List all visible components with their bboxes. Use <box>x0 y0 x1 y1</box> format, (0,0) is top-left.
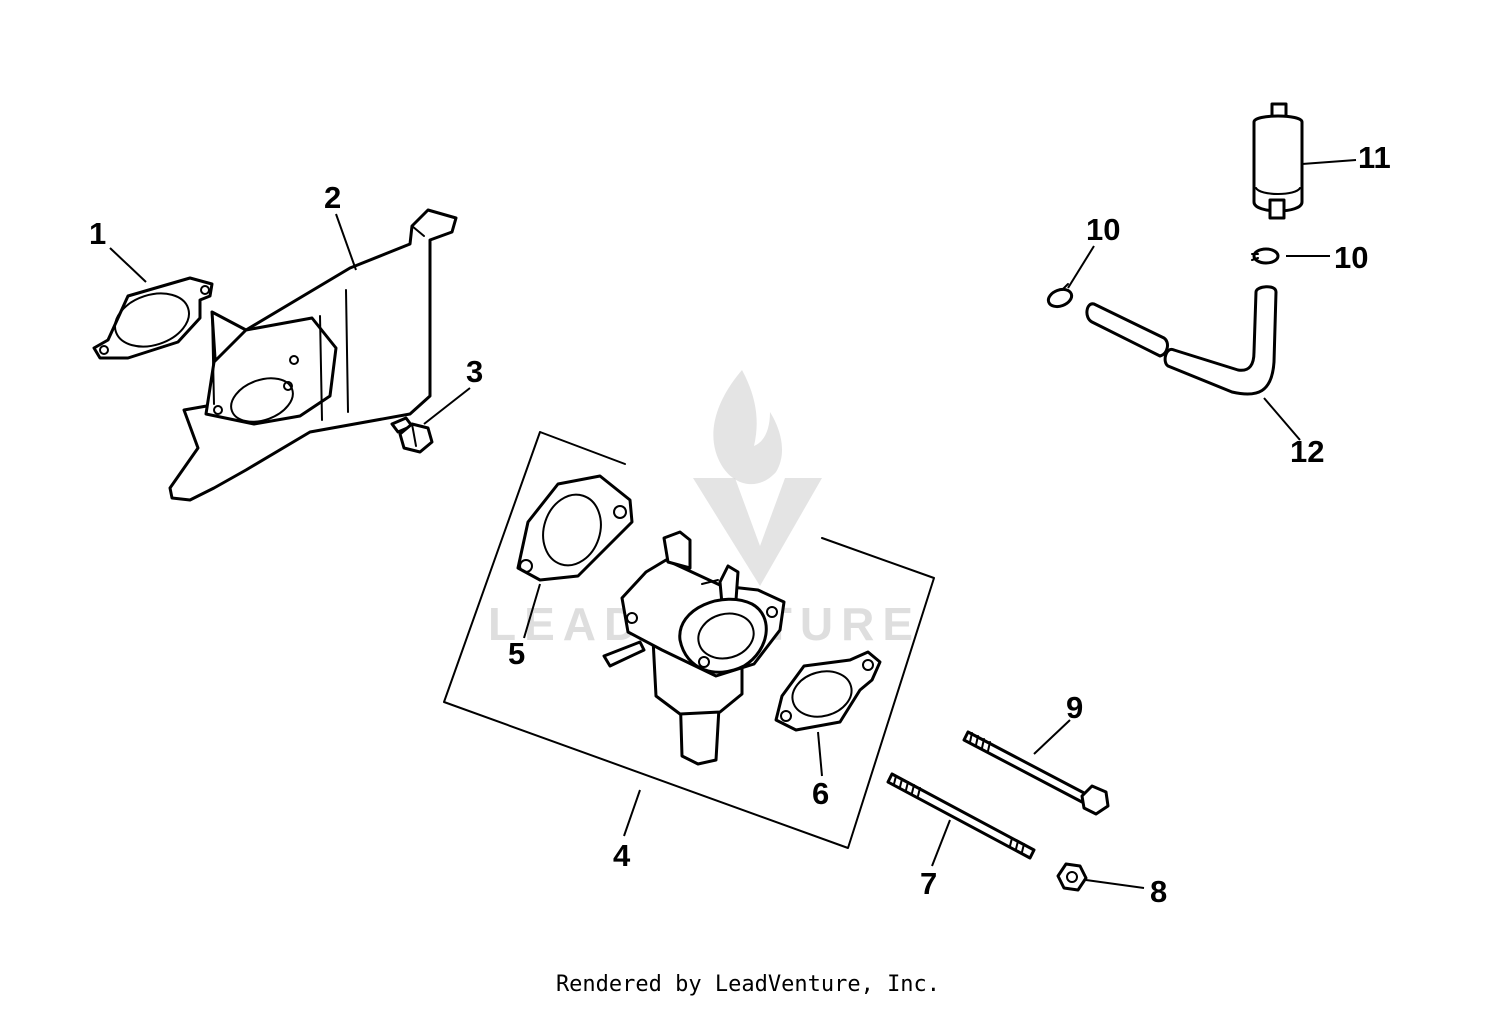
part-shroud-2 <box>168 208 458 502</box>
part-gasket-6 <box>774 650 882 732</box>
callout-9: 9 <box>1066 690 1083 725</box>
part-fuel-filter-11 <box>1252 102 1304 220</box>
part-bolt-3 <box>390 416 434 454</box>
callout-8: 8 <box>1150 874 1167 909</box>
part-gasket-5 <box>516 474 634 582</box>
callouts: 1 2 3 4 5 6 7 8 9 10 10 11 12 <box>89 140 1391 909</box>
part-stud-7 <box>886 772 1036 860</box>
part-bolt-9 <box>962 730 1110 816</box>
part-carburetor <box>602 530 786 766</box>
callout-5: 5 <box>508 636 525 671</box>
callout-3: 3 <box>466 354 483 389</box>
callout-2: 2 <box>324 180 341 215</box>
part-clamp-10-left <box>1046 283 1074 309</box>
callout-12: 12 <box>1290 434 1324 469</box>
callout-11: 11 <box>1358 140 1391 175</box>
callout-10-left: 10 <box>1086 212 1120 247</box>
leader-lines <box>109 159 1357 889</box>
callout-1: 1 <box>89 216 106 251</box>
footer-credit: Rendered by LeadVenture, Inc. <box>555 972 941 997</box>
assembly-box-4 <box>443 431 935 849</box>
part-fuel-hose-12 <box>1085 285 1278 396</box>
part-clamp-10-right <box>1251 247 1280 265</box>
callout-10-right: 10 <box>1334 240 1368 275</box>
part-gasket-1 <box>92 276 214 360</box>
part-nut-8 <box>1056 862 1088 892</box>
callout-4: 4 <box>613 838 631 873</box>
callout-6: 6 <box>812 776 829 811</box>
callout-7: 7 <box>920 866 937 901</box>
